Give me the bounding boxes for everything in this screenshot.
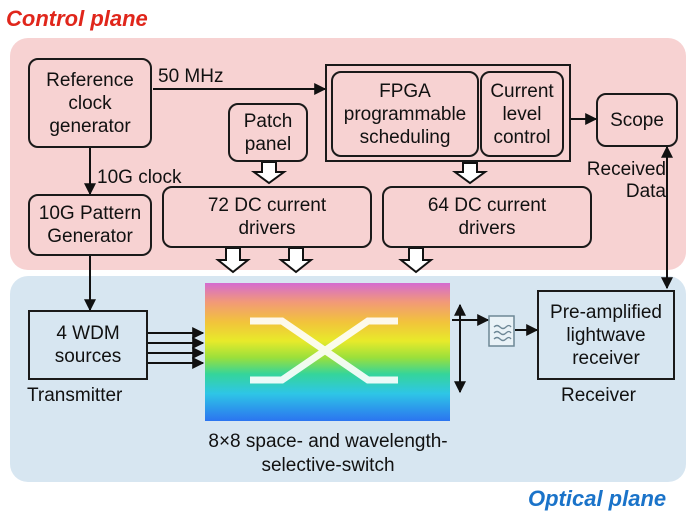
pre-amplified-receiver: Pre-amplified lightwave receiver	[537, 290, 675, 380]
fpga-scheduling: FPGA programmable scheduling	[331, 71, 479, 157]
patch-panel: Patch panel	[228, 103, 308, 162]
label-50mhz: 50 MHz	[158, 66, 224, 87]
optical-switch-icon	[250, 317, 398, 384]
dc-current-drivers-72: 72 DC current drivers	[162, 186, 372, 248]
reference-clock-generator: Reference clock generator	[28, 58, 152, 148]
dc-current-drivers-64: 64 DC current drivers	[382, 186, 592, 248]
wdm-sources: 4 WDM sources	[28, 310, 148, 380]
current-level-control: Current level control	[480, 71, 564, 157]
optical-plane-title: Optical plane	[528, 486, 667, 511]
fpga-outer-frame	[325, 64, 571, 162]
label-receiver: Receiver	[561, 385, 636, 406]
control-plane-region	[10, 38, 686, 270]
bandpass-filter-icon	[488, 315, 515, 347]
label-transmitter: Transmitter	[27, 385, 123, 406]
label-received-data: Received Data	[586, 159, 666, 202]
label-switch: 8×8 space- and wavelength- selective-swi…	[208, 431, 448, 476]
scope: Scope	[596, 93, 678, 147]
label-10g-clock: 10G clock	[97, 167, 182, 188]
control-plane-title: Control plane	[6, 6, 148, 31]
pattern-generator: 10G Pattern Generator	[28, 194, 152, 256]
